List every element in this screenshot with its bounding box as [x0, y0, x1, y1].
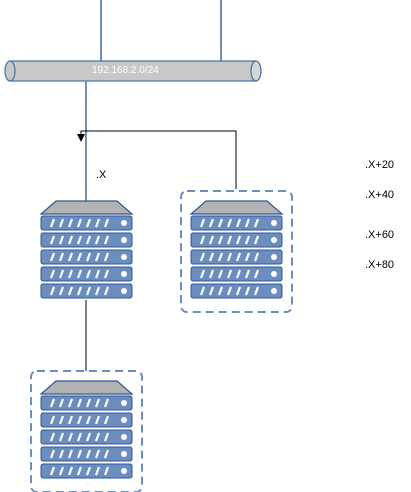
- offset-label-80: .X+80: [365, 259, 395, 271]
- server-group-frame-right: [180, 190, 293, 313]
- network-label: 192.168.2.0/24: [92, 65, 159, 76]
- standby-connector-arrow: [77, 130, 237, 189]
- network-bus-icon: [4, 60, 262, 82]
- server-icon-backup: [39, 380, 134, 479]
- server-icon-main: [39, 200, 134, 299]
- host-label: .X: [96, 169, 107, 181]
- server-group-frame-bottom: [30, 370, 143, 492]
- offset-label-60: .X+60: [365, 229, 395, 241]
- server-icon-standby: [189, 200, 284, 299]
- offset-label-20: .X+20: [365, 159, 395, 171]
- offset-label-40: .X+40: [365, 189, 395, 201]
